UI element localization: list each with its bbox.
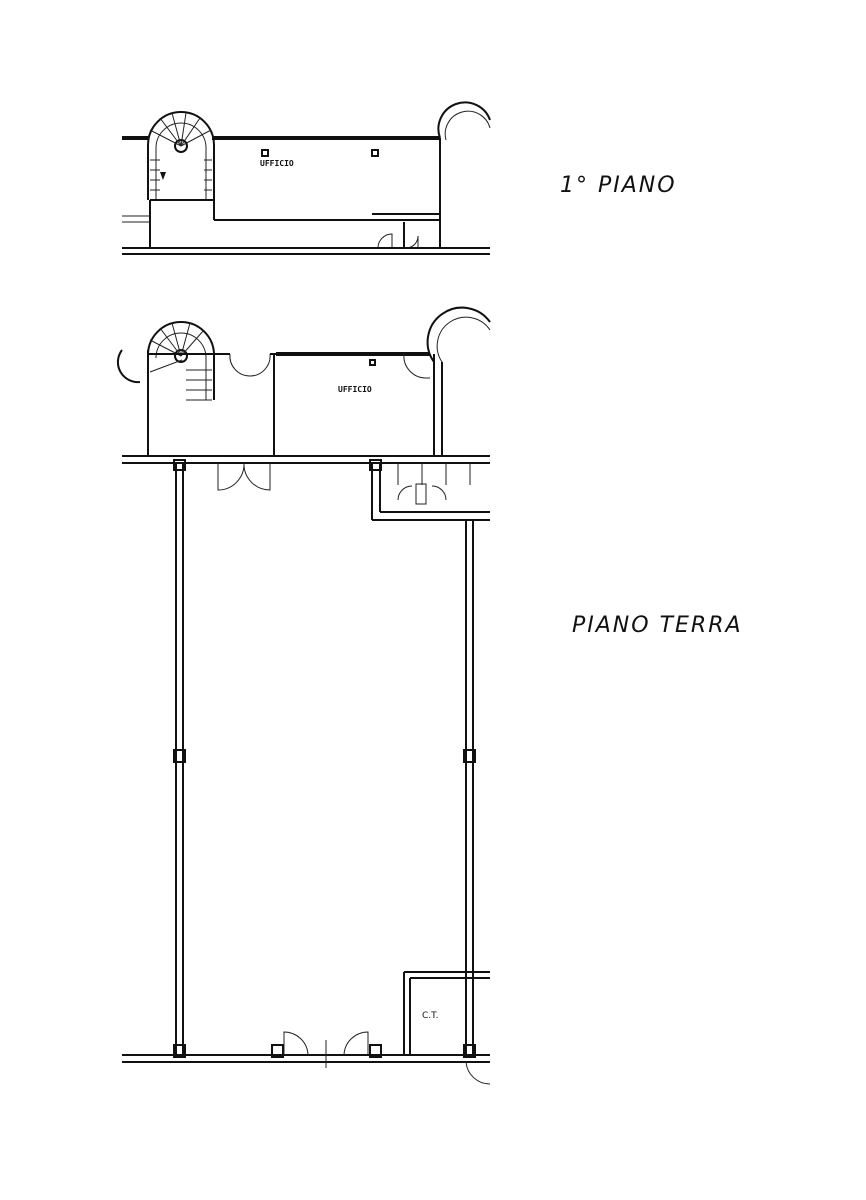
first-floor-plan: UFFICIO (122, 101, 491, 255)
column-markers (173, 459, 476, 1058)
ground-floor-plan: C.T. UFFICIO (116, 306, 491, 1085)
ground-floor-title: PIANO TERRA (572, 613, 743, 638)
spiral-stair-first (147, 111, 215, 200)
first-floor-title: 1° PIANO (560, 173, 677, 198)
first-floor-room-label: UFFICIO (260, 159, 294, 168)
ground-floor-room-label: UFFICIO (338, 385, 372, 394)
boiler-room-label: C.T. (422, 1011, 438, 1021)
stair-arrow-icon (160, 172, 166, 180)
